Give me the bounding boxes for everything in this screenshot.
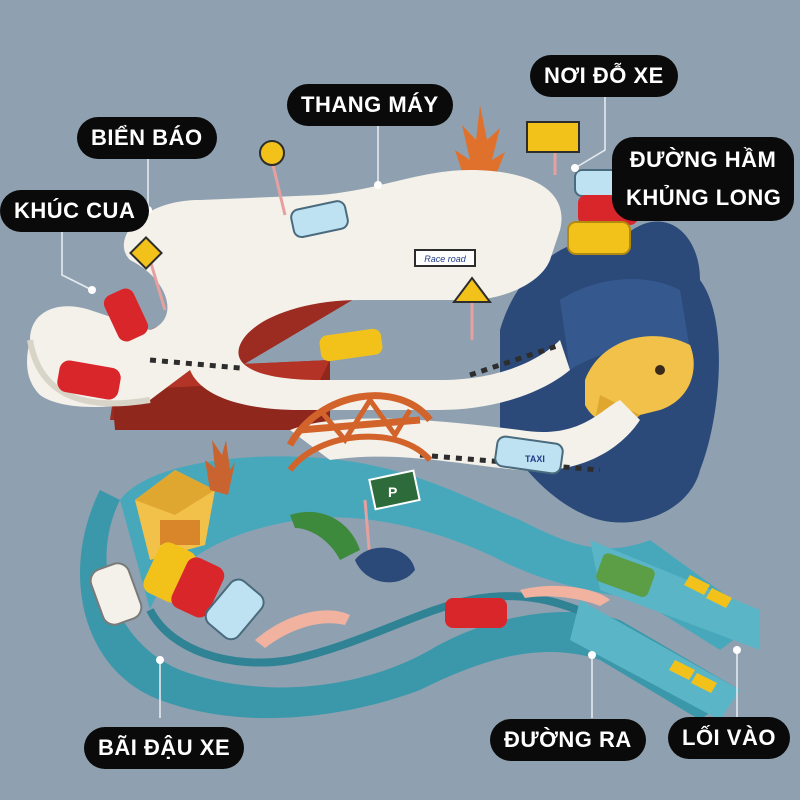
lower-teal-track <box>80 456 760 720</box>
label-bien-bao: BIỂN BÁO <box>77 117 217 159</box>
race-road-text: Race road <box>424 254 467 264</box>
parking-sign-text: P <box>388 484 397 500</box>
label-noi-do-xe: NƠI ĐỖ XE <box>530 55 678 97</box>
parking-hut <box>135 470 215 560</box>
upper-white-track: Race road <box>27 170 640 473</box>
road-sign-icon-2 <box>129 236 167 311</box>
car-icon: TAXI <box>57 169 638 641</box>
warning-sign-icon <box>452 276 492 340</box>
label-duong-ham-line2: KHỦNG LONG <box>626 185 782 210</box>
billboard-sign-icon <box>526 121 580 175</box>
label-duong-ham-line1: ĐƯỜNG HẦM <box>629 147 777 172</box>
label-khuc-cua: KHÚC CUA <box>0 190 150 232</box>
label-bai-dau-xe: BÃI ĐẬU XE <box>84 727 245 769</box>
label-duong-ham-khung-long: ĐƯỜNG HẦM KHỦNG LONG <box>612 137 794 221</box>
label-duong-ra: ĐƯỜNG RA <box>490 719 646 761</box>
road-sign-icon <box>259 140 287 216</box>
taxi-text: TAXI <box>525 454 545 464</box>
orange-tree-2 <box>205 440 235 495</box>
orange-bridge <box>286 392 433 472</box>
race-road-sign <box>414 249 476 267</box>
small-rock <box>355 547 415 583</box>
label-thang-may: THANG MÁY <box>287 84 453 126</box>
entry-chevron-arrows <box>669 575 732 693</box>
label-loi-vao: LỐI VÀO <box>668 717 790 759</box>
